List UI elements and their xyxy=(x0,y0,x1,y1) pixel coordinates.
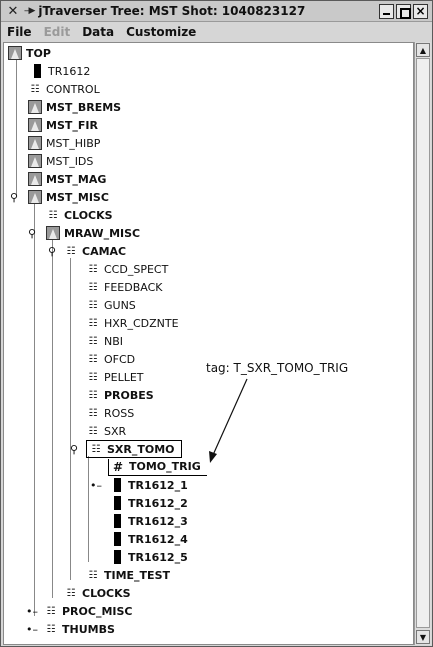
tree-node-mst-misc[interactable]: MST_MISC xyxy=(28,188,109,206)
subtree-icon: ☷ xyxy=(88,569,98,581)
collapse-handle-thumbs[interactable]: •– xyxy=(26,622,38,636)
collapse-handle-proc-misc[interactable]: •– xyxy=(26,604,38,618)
tree-node-mst-brems[interactable]: MST_BREMS xyxy=(28,98,121,116)
tree-node-proc-misc[interactable]: ☷ PROC_MISC xyxy=(44,602,133,620)
subtree-icon: ☷ xyxy=(30,83,40,95)
tree-node-mraw-misc[interactable]: MRAW_MISC xyxy=(46,224,140,242)
tree-node-probes[interactable]: ☷ PROBES xyxy=(86,386,154,404)
tree-node-tr1612[interactable]: TR1612 xyxy=(30,62,90,80)
selected-node-box: # TOMO_TRIG xyxy=(108,458,207,476)
tree-node-ross[interactable]: ☷ ROSS xyxy=(86,404,135,422)
device-icon xyxy=(110,496,124,510)
menu-customize[interactable]: Customize xyxy=(126,25,197,39)
menu-file[interactable]: File xyxy=(7,25,32,39)
tree-node-control[interactable]: ☷ CONTROL xyxy=(28,80,100,98)
signal-icon xyxy=(46,226,60,240)
device-icon xyxy=(110,550,124,564)
tree-node-tr1612-4[interactable]: TR1612_4 xyxy=(110,530,188,548)
expand-handle-sxr-tomo[interactable]: ⚲ xyxy=(69,442,79,456)
device-icon xyxy=(110,478,124,492)
tree-node-guns[interactable]: ☷ GUNS xyxy=(86,296,136,314)
tree-node-pellet[interactable]: ☷ PELLET xyxy=(86,368,144,386)
window-menu-icon[interactable]: ✕ xyxy=(7,3,19,19)
menu-data[interactable]: Data xyxy=(82,25,115,39)
tree-node-tr1612-2[interactable]: TR1612_2 xyxy=(110,494,188,512)
menu-edit: Edit xyxy=(43,25,71,39)
tag-annotation: tag: T_SXR_TOMO_TRIG xyxy=(206,361,349,375)
minimize-button[interactable] xyxy=(379,4,394,19)
vertical-scrollbar[interactable]: ▲ ▼ xyxy=(414,42,431,645)
signal-icon xyxy=(28,172,42,186)
tree-node-clocks[interactable]: ☷ CLOCKS xyxy=(46,206,113,224)
tree-node-clocks-2[interactable]: ☷ CLOCKS xyxy=(64,584,131,602)
expand-handle-mraw-misc[interactable]: ⚲ xyxy=(27,226,37,240)
tree-node-hxr-cdznte[interactable]: ☷ HXR_CDZNTE xyxy=(86,314,179,332)
subtree-icon: ☷ xyxy=(46,623,56,635)
tree-node-time-test[interactable]: ☷ TIME_TEST xyxy=(86,566,170,584)
device-icon xyxy=(110,514,124,528)
tree-node-ccd-spect[interactable]: ☷ CCD_SPECT xyxy=(86,260,169,278)
subtree-icon: ☷ xyxy=(88,263,98,275)
signal-icon xyxy=(28,154,42,168)
signal-icon xyxy=(8,46,22,60)
subtree-icon: ☷ xyxy=(66,245,76,257)
tree-node-ofcd[interactable]: ☷ OFCD xyxy=(86,350,136,368)
tree-node-sxr-tomo[interactable]: ☷ SXR_TOMO xyxy=(86,440,182,458)
collapse-handle-tr1612-1[interactable]: •– xyxy=(90,478,102,492)
tree-node-nbi[interactable]: ☷ NBI xyxy=(86,332,124,350)
selected-node-box: ☷ SXR_TOMO xyxy=(86,440,182,458)
tree-node-tr1612-3[interactable]: TR1612_3 xyxy=(110,512,188,530)
scroll-up-button[interactable]: ▲ xyxy=(416,43,430,57)
window-title: jTraverser Tree: MST Shot: 1040823127 xyxy=(38,4,306,18)
subtree-icon: ☷ xyxy=(88,317,98,329)
tree-node-sxr[interactable]: ☷ SXR xyxy=(86,422,127,440)
maximize-button[interactable] xyxy=(396,4,411,19)
subtree-icon: ☷ xyxy=(88,425,98,437)
tree-node-mst-fir[interactable]: MST_FIR xyxy=(28,116,98,134)
numeric-icon: # xyxy=(112,459,124,474)
subtree-icon: ☷ xyxy=(66,587,76,599)
signal-icon xyxy=(28,136,42,150)
tree-node-thumbs[interactable]: ☷ THUMBS xyxy=(44,620,115,638)
subtree-icon: ☷ xyxy=(91,443,101,455)
expand-handle-camac[interactable]: ⚲ xyxy=(47,244,57,258)
scroll-thumb[interactable] xyxy=(416,58,430,628)
signal-icon xyxy=(28,190,42,204)
scroll-down-button[interactable]: ▼ xyxy=(416,630,430,644)
tree-node-tr1612-1[interactable]: TR1612_1 xyxy=(110,476,188,494)
tree-node-mst-ids[interactable]: MST_IDS xyxy=(28,152,93,170)
subtree-icon: ☷ xyxy=(88,353,98,365)
subtree-icon: ☷ xyxy=(88,335,98,347)
tree-node-camac[interactable]: ☷ CAMAC xyxy=(64,242,127,260)
tree-node-top[interactable]: TOP xyxy=(8,44,51,62)
close-button[interactable]: × xyxy=(413,4,428,19)
device-icon xyxy=(30,64,44,78)
window-mini-icon: --▶ xyxy=(24,6,35,16)
signal-icon xyxy=(28,118,42,132)
device-icon xyxy=(110,532,124,546)
subtree-icon: ☷ xyxy=(48,209,58,221)
subtree-icon: ☷ xyxy=(88,389,98,401)
tree-node-mst-hibp[interactable]: MST_HIBP xyxy=(28,134,100,152)
title-bar[interactable]: ✕ --▶ jTraverser Tree: MST Shot: 1040823… xyxy=(1,1,432,22)
subtree-icon: ☷ xyxy=(88,299,98,311)
tree-node-feedback[interactable]: ☷ FEEDBACK xyxy=(86,278,163,296)
tree-node-mst-mag[interactable]: MST_MAG xyxy=(28,170,106,188)
subtree-icon: ☷ xyxy=(88,371,98,383)
subtree-icon: ☷ xyxy=(88,281,98,293)
tree-node-tr1612-5[interactable]: TR1612_5 xyxy=(110,548,188,566)
subtree-icon: ☷ xyxy=(46,605,56,617)
menu-bar: File Edit Data Customize xyxy=(1,22,432,42)
tree-node-tomo-trig[interactable]: # TOMO_TRIG xyxy=(108,458,207,476)
signal-icon xyxy=(28,100,42,114)
expand-handle-mst-misc[interactable]: ⚲ xyxy=(9,190,19,204)
tree-view[interactable]: TOP TR1612 ☷ CONTROL MST_BREMS MST_FIR M… xyxy=(3,42,414,645)
subtree-icon: ☷ xyxy=(88,407,98,419)
